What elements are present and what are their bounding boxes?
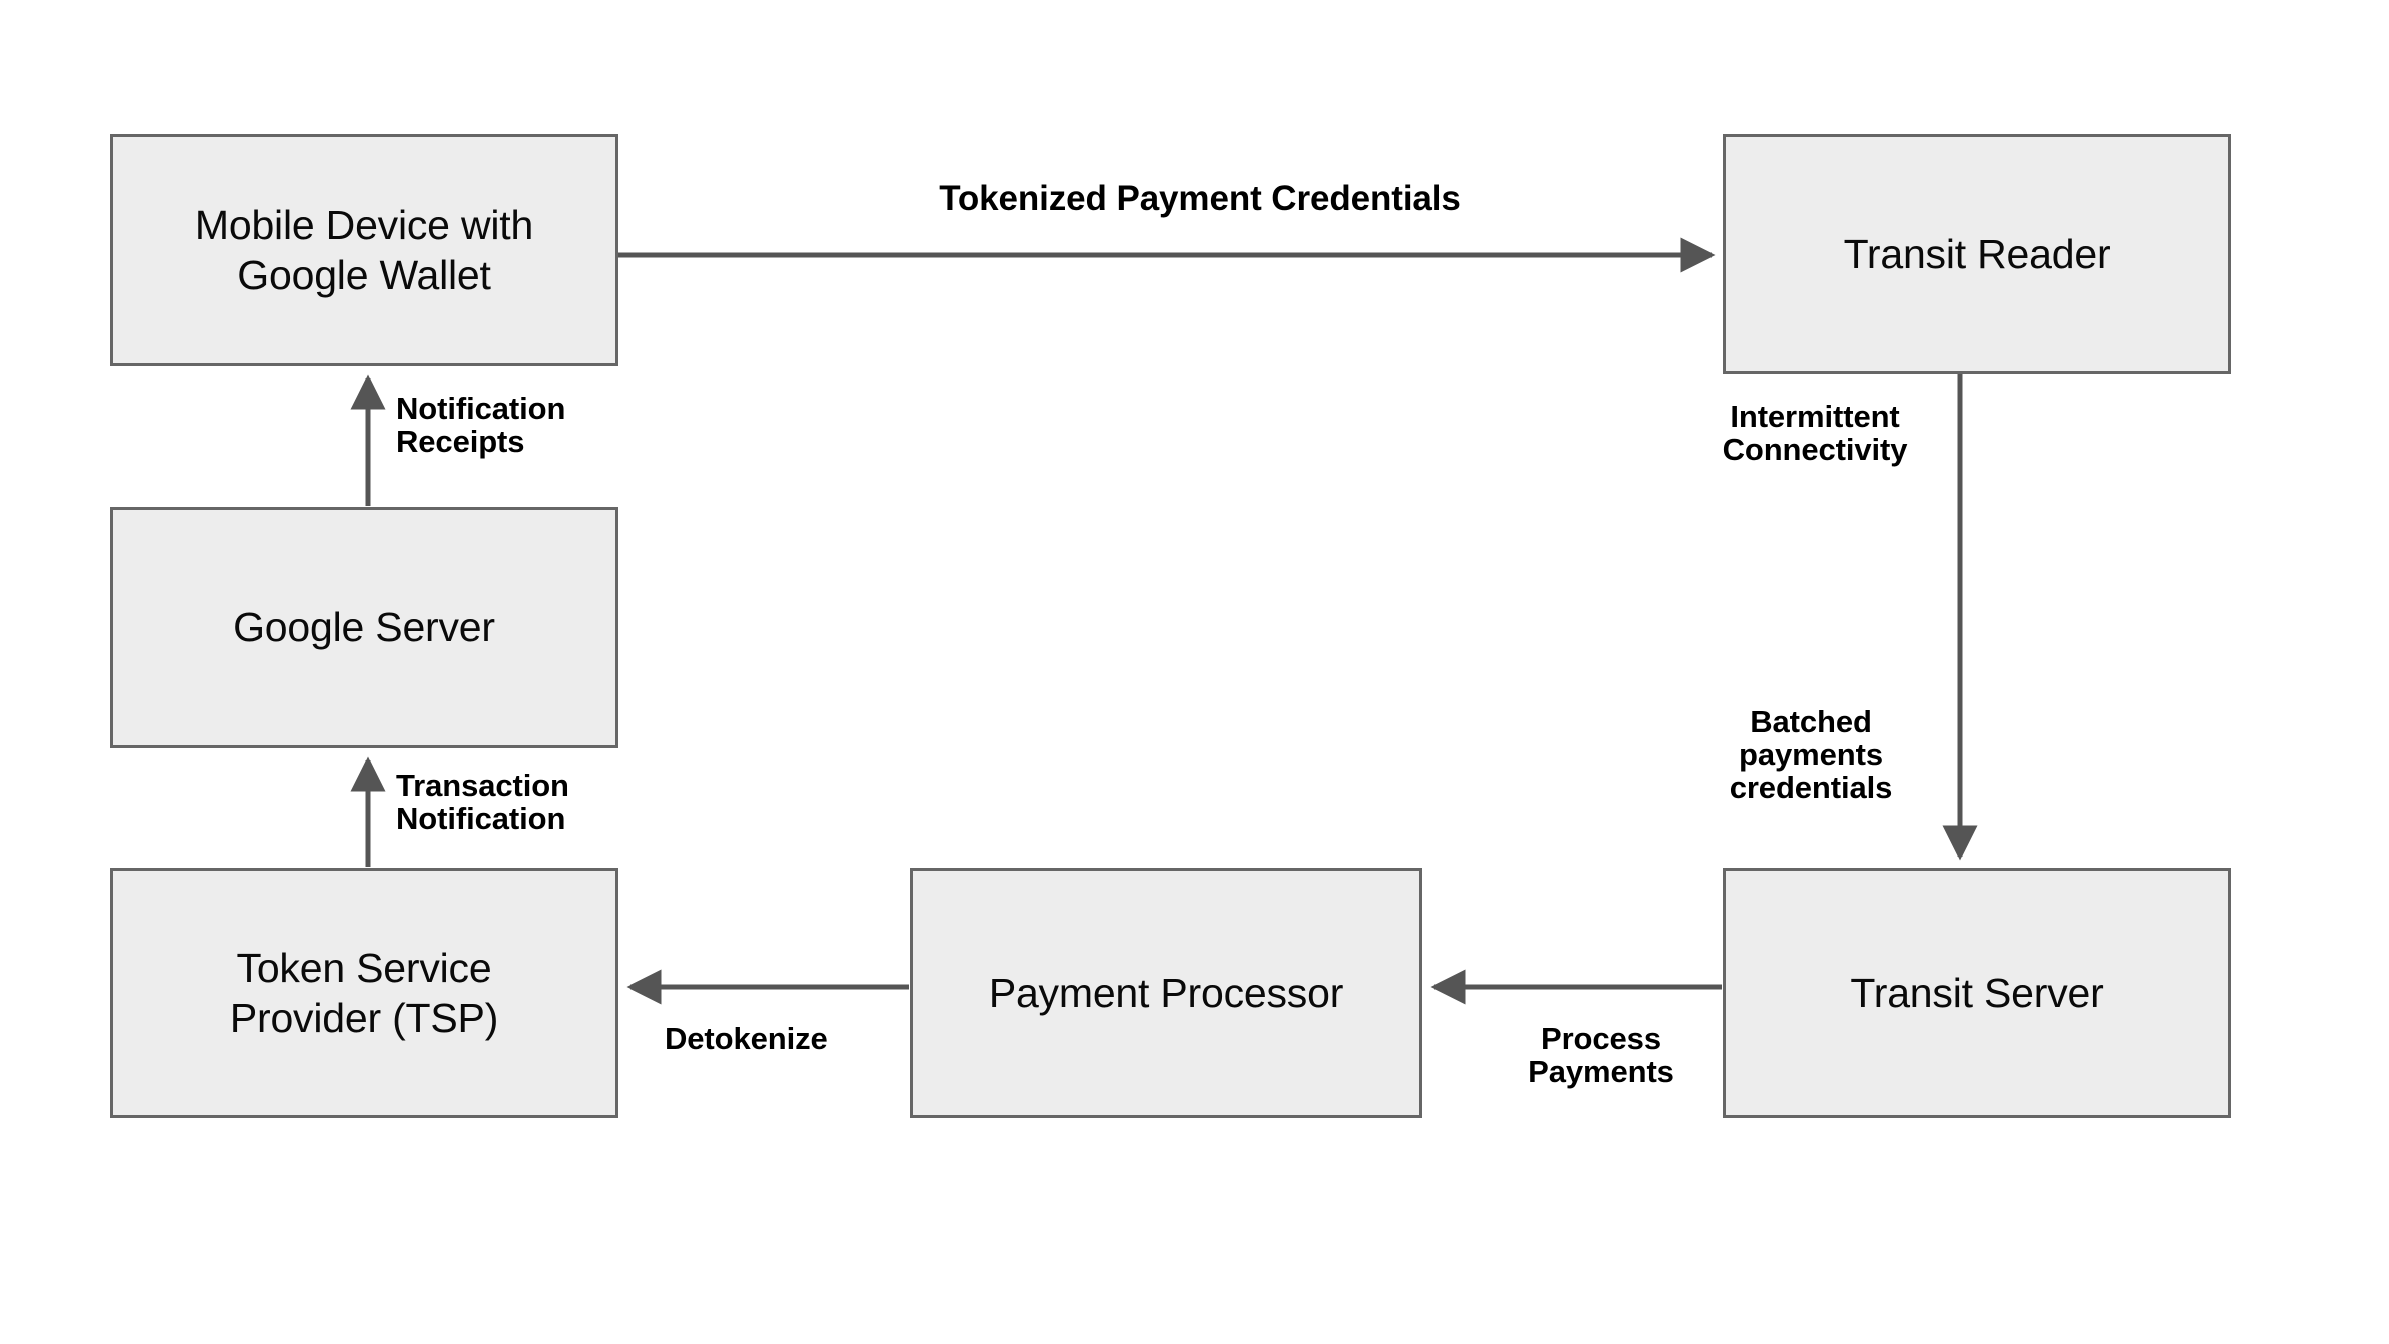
node-label-transit-server: Transit Server: [1850, 969, 2104, 1016]
node-token-service-provider[interactable]: Token Service Provider (TSP): [110, 868, 618, 1118]
node-label-mobile-device: Mobile Device with Google Wallet: [194, 201, 534, 298]
node-mobile-device[interactable]: Mobile Device with Google Wallet: [110, 134, 618, 366]
edge-label-intermittent-connectivity: Intermittent Connectivity: [1722, 399, 1908, 468]
node-label-google-server: Google Server: [233, 604, 495, 651]
edge-label-process-payments: Process Payments: [1528, 1021, 1674, 1090]
edge-label-tokenized-payment-credentials: Tokenized Payment Credentials: [939, 179, 1461, 218]
edge-label-notification-receipts: Notification Receipts: [396, 391, 566, 460]
node-payment-processor[interactable]: Payment Processor: [910, 868, 1422, 1118]
node-label-transit-reader: Transit Reader: [1843, 230, 2111, 277]
node-label-token-service-provider: Token Service Provider (TSP): [229, 944, 499, 1041]
edge-label-detokenize: Detokenize: [665, 1021, 828, 1056]
node-label-payment-processor: Payment Processor: [988, 969, 1344, 1016]
edge-label-transaction-notification: Transaction Notification: [396, 768, 569, 837]
node-transit-server[interactable]: Transit Server: [1723, 868, 2231, 1118]
node-transit-reader[interactable]: Transit Reader: [1723, 134, 2231, 374]
edge-label-batched-payments-credentials: Batched payments credentials: [1729, 704, 1893, 806]
node-google-server[interactable]: Google Server: [110, 507, 618, 748]
